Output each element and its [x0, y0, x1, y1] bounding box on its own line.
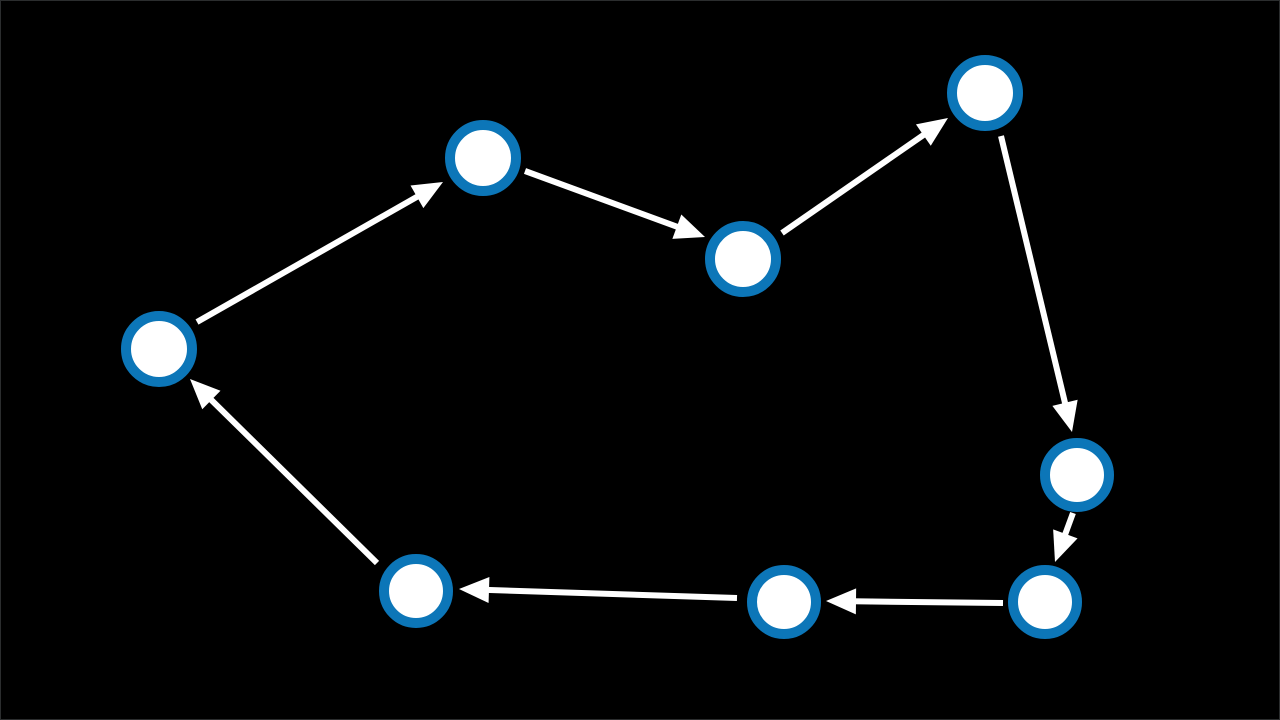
node-circle [747, 565, 821, 639]
edge-line [485, 586, 738, 601]
edge-arrowhead-icon [459, 576, 490, 603]
graph-edge[interactable] [998, 135, 1078, 432]
edge-line [195, 192, 422, 325]
edge-arrowhead-icon [1052, 399, 1078, 432]
edge-arrowhead-icon [1053, 529, 1078, 562]
edge-line [1061, 511, 1076, 538]
graph-edge[interactable] [523, 168, 705, 239]
graph-edge[interactable] [780, 118, 948, 236]
graph-node[interactable] [1008, 565, 1082, 639]
node-circle [379, 554, 453, 628]
node-circle [947, 55, 1023, 131]
graph-node[interactable] [947, 55, 1023, 131]
edge-arrowhead-icon [410, 182, 443, 209]
node-circle [1040, 438, 1114, 512]
graph-node[interactable] [445, 120, 521, 196]
graph-edge[interactable] [1053, 511, 1078, 562]
graph-node[interactable] [705, 221, 781, 297]
edge-line [998, 135, 1069, 407]
edge-line [523, 168, 681, 231]
graph-node[interactable] [747, 565, 821, 639]
edge-arrowhead-icon [190, 379, 221, 410]
graph-node[interactable] [121, 311, 197, 387]
graph-edge[interactable] [459, 576, 738, 603]
edge-arrowhead-icon [826, 588, 857, 615]
graph-node[interactable] [1040, 438, 1114, 512]
node-circle [705, 221, 781, 297]
edge-arrowhead-icon [915, 118, 948, 146]
graph-node[interactable] [379, 554, 453, 628]
edge-line [207, 395, 380, 566]
node-circle [445, 120, 521, 196]
nodes-layer [121, 55, 1114, 639]
node-circle [1008, 565, 1082, 639]
graph-edge[interactable] [190, 379, 380, 566]
edge-arrowhead-icon [672, 214, 705, 239]
edge-line [780, 130, 928, 236]
edges-layer [190, 118, 1078, 615]
graph-edge[interactable] [195, 182, 443, 325]
graph-edge[interactable] [826, 588, 1004, 615]
edge-line [852, 598, 1004, 606]
node-circle [121, 311, 197, 387]
